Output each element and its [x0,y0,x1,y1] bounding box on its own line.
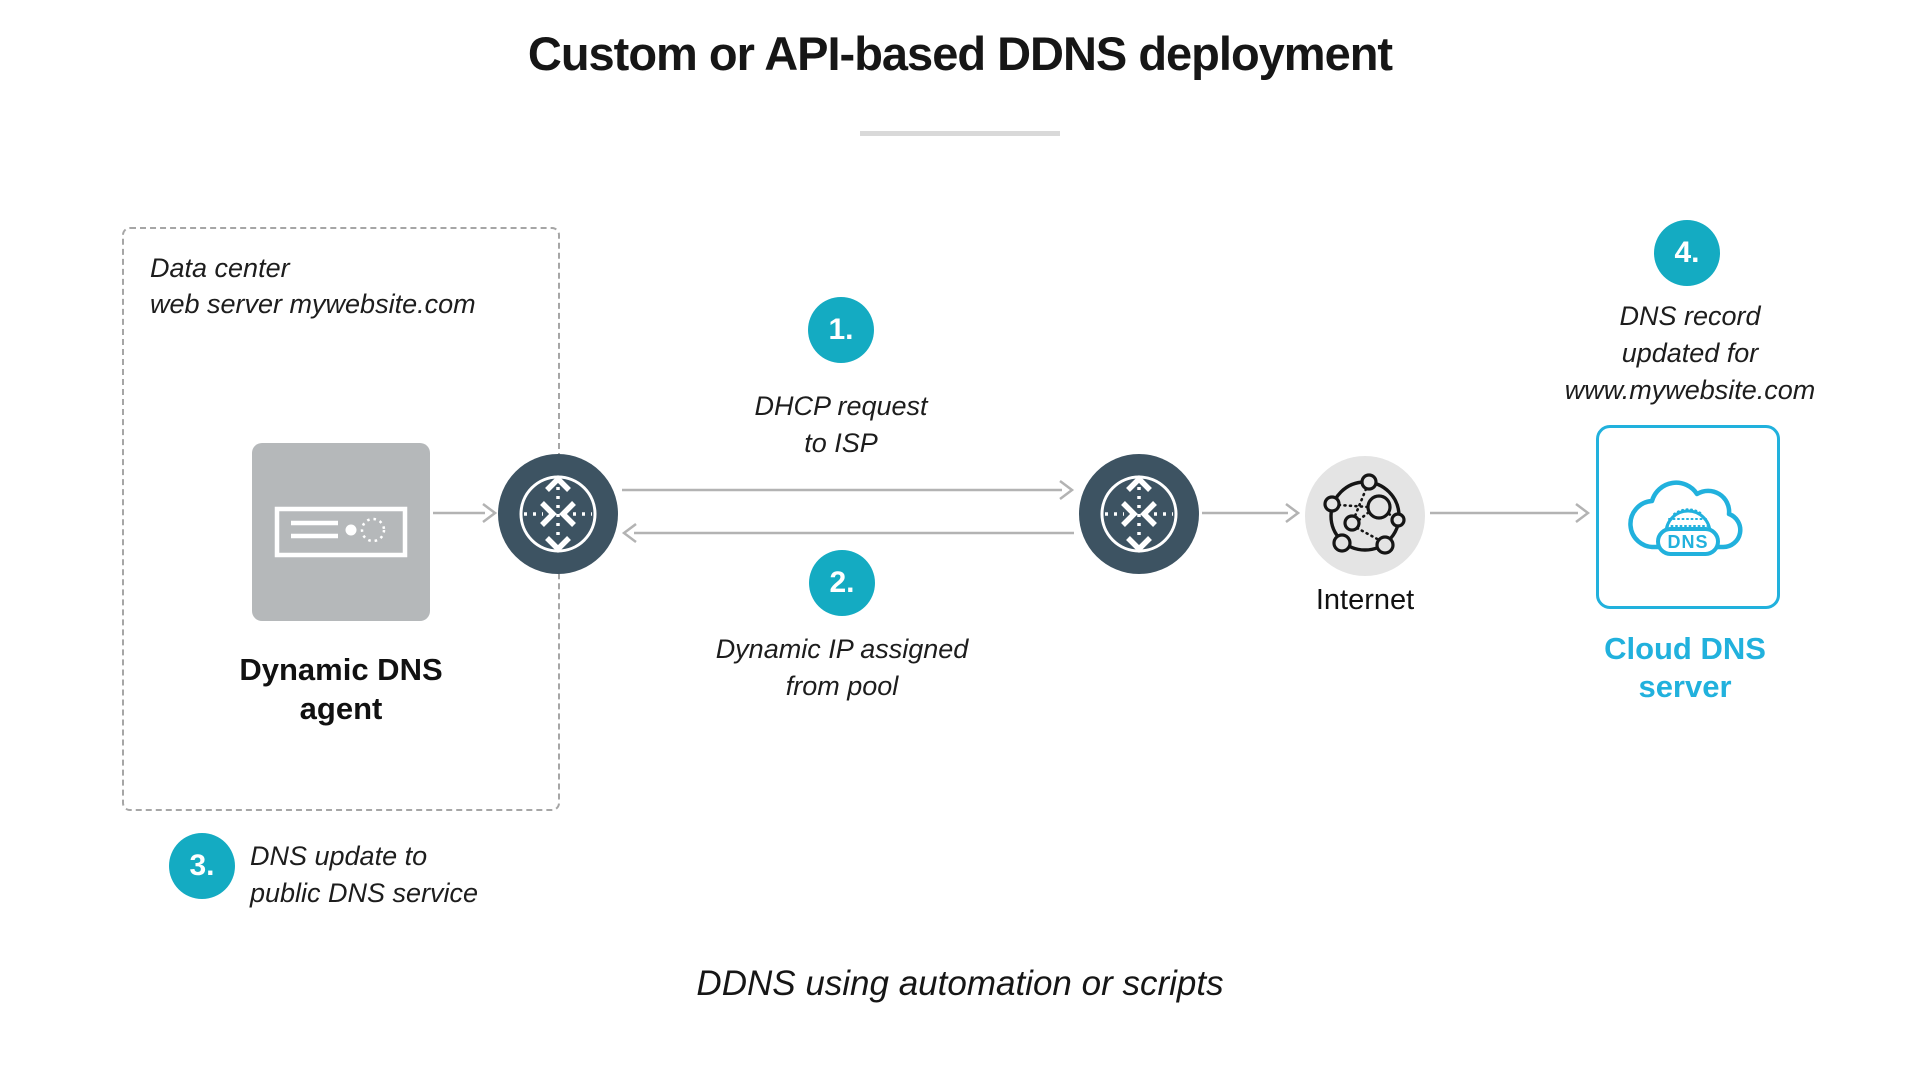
dns-pill [1656,527,1720,556]
step-2-label: Dynamic IP assigned from pool [667,631,1017,705]
step-2-line2: from pool [785,671,899,701]
cloud-dns-icon: DNS [1628,480,1743,556]
step-4-line3: www.mywebsite.com [1564,375,1816,405]
step-2-badge: 2. [809,550,875,616]
step-1-line2: to ISP [804,428,878,458]
internet-label: Internet [1315,584,1415,616]
step-3-line2: public DNS service [250,878,479,908]
arrow-server-to-router [433,503,497,523]
arrow-dhcp-request [622,480,1075,500]
step-3-number: 3. [189,849,215,882]
cloud-label-line1: Cloud DNS [1604,631,1766,666]
internet-globe-icon [1323,473,1406,555]
cloud-dns-box: DNS [1596,425,1780,609]
arrow-router-to-internet [1202,503,1300,523]
arrow-internet-to-cloud [1430,503,1590,523]
router-icon-left [498,454,618,574]
dns-pill-text: DNS [1667,532,1708,552]
arrow-dynamic-ip [621,523,1074,543]
title-divider [860,131,1060,136]
internet-disc [1305,456,1425,576]
diagram-caption: DDNS using automation or scripts [696,964,1224,1003]
step-1-line1: DHCP request [754,391,928,421]
datacenter-label-line1: Data center [150,253,290,283]
step-1-number: 1. [828,313,854,346]
step-4-line1: DNS record [1619,301,1761,331]
agent-label-line2: agent [299,691,383,726]
datacenter-label: Data center web server mywebsite.com [150,250,476,322]
step-4-badge: 4. [1654,220,1720,286]
step-3-label: DNS update to public DNS service [250,838,570,912]
step-4-number: 4. [1674,236,1700,269]
step-3-badge: 3. [169,833,235,899]
step-2-line1: Dynamic IP assigned [715,634,969,664]
server-icon [274,506,408,558]
step-1-label: DHCP request to ISP [691,388,991,462]
step-4-label: DNS record updated for www.mywebsite.com [1500,298,1880,409]
dynamic-dns-agent-label: Dynamic DNS agent [161,650,521,728]
step-3-line1: DNS update to [250,841,428,871]
step-1-badge: 1. [808,297,874,363]
router-icon-right [1079,454,1199,574]
datacenter-label-line2: web server mywebsite.com [150,289,476,319]
step-2-number: 2. [829,566,855,599]
agent-label-line1: Dynamic DNS [239,652,443,687]
page-title: Custom or API-based DDNS deployment [527,27,1393,80]
cloud-label-line2: server [1638,669,1732,704]
step-4-line2: updated for [1621,338,1759,368]
server-icon-box [252,443,430,621]
cloud-dns-label: Cloud DNS server [1585,630,1785,706]
